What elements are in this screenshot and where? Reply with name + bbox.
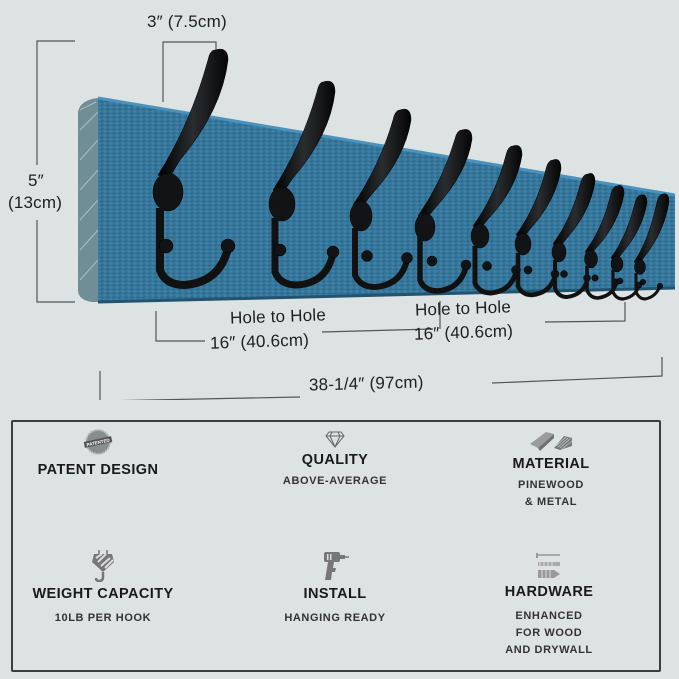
hole-left-label: Hole to Hole [229, 305, 327, 328]
feature-install: INSTALL HANGING READY [235, 550, 435, 627]
crane-hook-icon [92, 550, 114, 582]
feature-weight-capacity: WEIGHT CAPACITY 10LB PER HOOK [3, 550, 203, 627]
feature-quality: QUALITY ABOVE-AVERAGE [235, 430, 435, 490]
feature-desc: HANGING READY [284, 612, 386, 624]
diamond-icon [325, 431, 345, 448]
drill-icon [324, 552, 349, 580]
feature-material: MATERIAL PINEWOOD& METAL [451, 430, 651, 511]
feature-desc: ABOVE-AVERAGE [282, 475, 388, 487]
total-length-label: 38-1/4″ (97cm) [308, 372, 424, 395]
hook-depth-label: 3″ (7.5cm) [147, 12, 227, 31]
feature-desc: 10LB PER HOOK [54, 612, 152, 624]
coat-rack-illustration [36, 40, 676, 400]
dimension-lines [36, 40, 663, 400]
height-metric-label: (13cm) [8, 193, 63, 212]
hole-right-value: 16″ (40.6cm) [413, 321, 514, 344]
hole-left-value: 16″ (40.6cm) [209, 330, 310, 353]
feature-title: INSTALL [303, 586, 367, 602]
feature-title: HARDWARE [504, 584, 594, 600]
wood-planks-icon [530, 432, 573, 451]
patent-badge-icon: PATENTED [83, 429, 113, 455]
height-value-label: 5″ [28, 171, 44, 190]
feature-title: WEIGHT CAPACITY [32, 586, 174, 602]
svg-text:PATENTED: PATENTED [86, 437, 111, 447]
feature-title: MATERIAL [512, 456, 590, 472]
feature-desc: PINEWOOD& METAL [518, 479, 584, 508]
hole-right-label: Hole to Hole [414, 297, 512, 320]
feature-title: PATENT DESIGN [37, 462, 159, 478]
features-panel: PATENTED PATENT DESIGN QUALITY ABOVE-AVE… [11, 420, 661, 672]
feature-patent-design: PATENTED PATENT DESIGN [0, 428, 198, 478]
feature-title: QUALITY [301, 452, 369, 468]
hooks [152, 48, 670, 301]
screws-anchors-icon [536, 553, 560, 578]
